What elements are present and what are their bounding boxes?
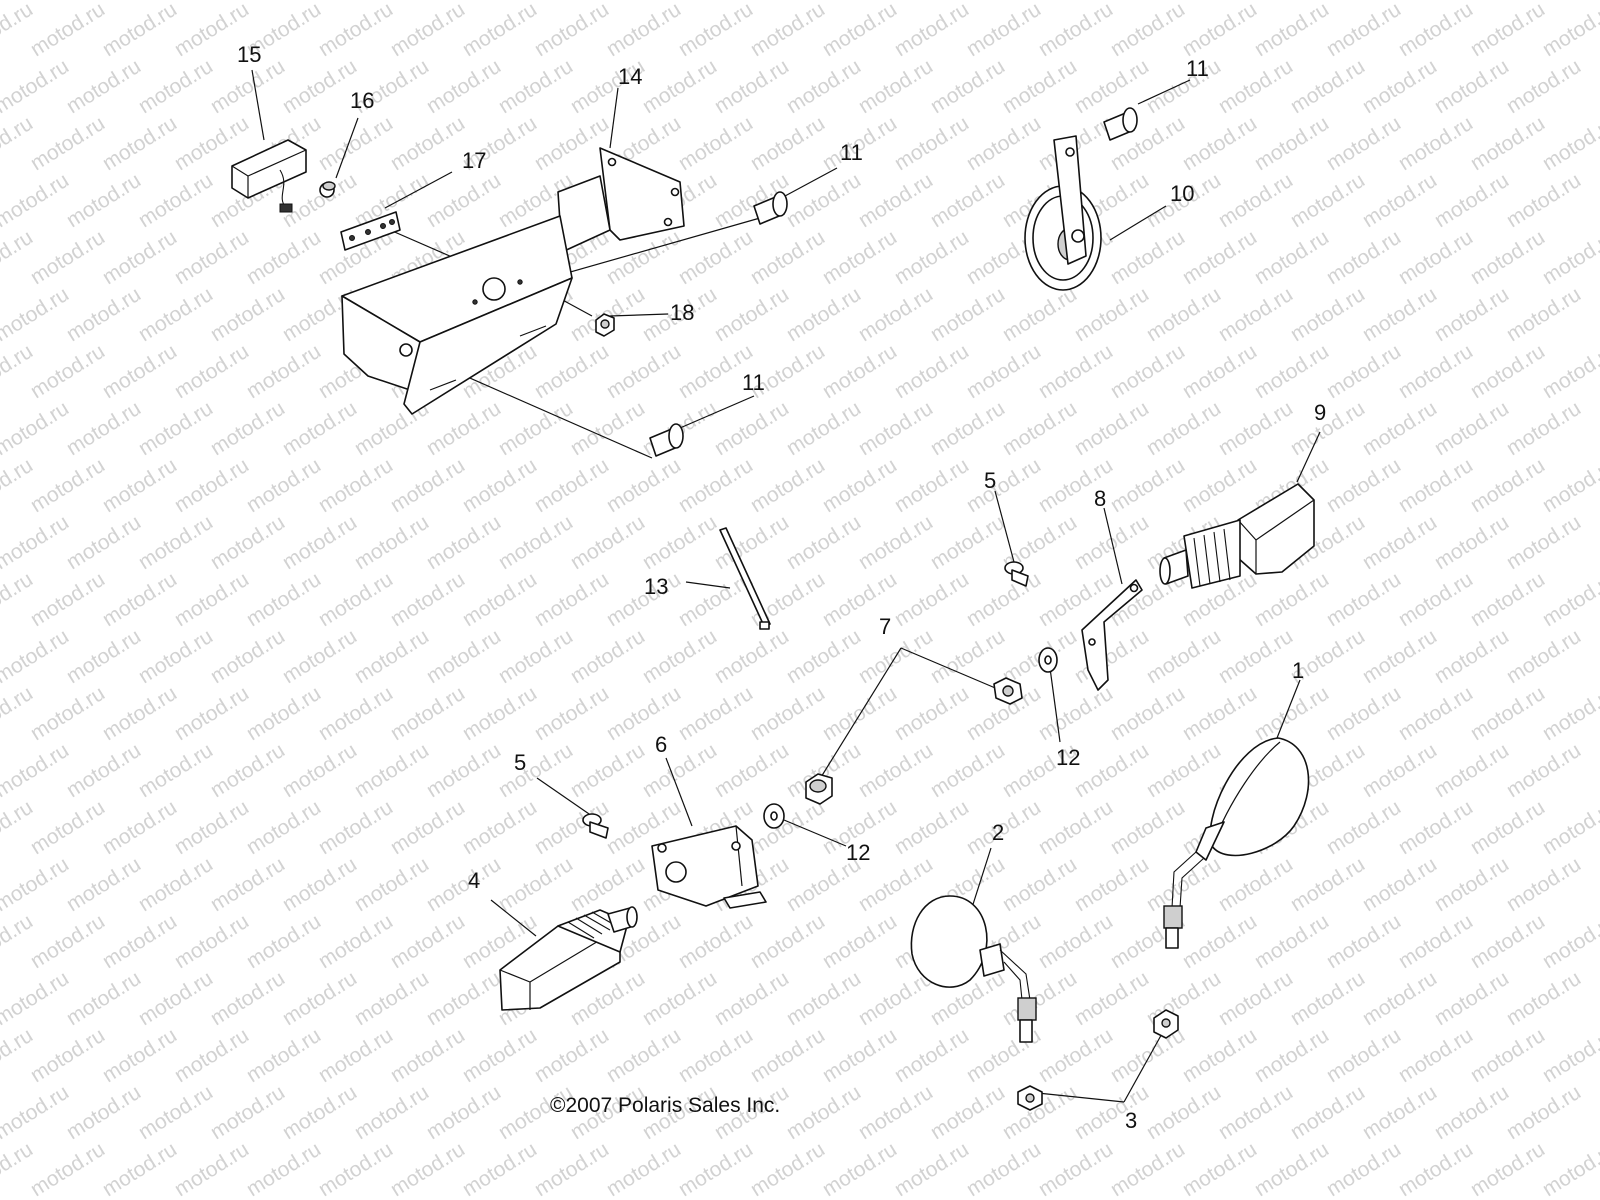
callout-8: 8 [1094,486,1107,511]
callout-3: 3 [1125,1108,1138,1133]
mirror-left-part [910,895,1037,1043]
callout-13: 13 [644,574,669,599]
callout-2: 2 [992,820,1005,845]
nut-part [1017,1085,1043,1111]
callout-14: 14 [618,64,643,89]
callout-12-left: 12 [846,840,871,865]
turn-signal-left-part [499,906,638,1011]
screw-part [1004,561,1029,587]
callout-11-top: 11 [840,140,863,165]
screw-part [582,813,609,839]
nut-part [993,677,1023,705]
copyright-notice: ©2007 Polaris Sales Inc. [550,1094,781,1117]
bolt-part [1103,107,1138,141]
callout-6: 6 [655,732,668,757]
callout-11-middle: 11 [742,370,765,395]
callout-4: 4 [468,868,481,893]
spacer-part [319,181,336,198]
callout-5-left: 5 [514,750,527,775]
callout-18: 18 [670,300,695,325]
mirror-right-part [1163,737,1310,949]
relay-module-part [231,139,307,213]
nut-part [1153,1009,1179,1039]
cable-tie-part [719,527,771,630]
plate-part [340,211,401,251]
signal-bracket-right-part [1081,579,1143,691]
bolt-part [649,423,684,457]
horn-part [1024,135,1102,291]
turn-signal-right-part [1159,483,1315,589]
callout-11-horn: 11 [1186,56,1209,81]
washer-part [1038,647,1058,673]
callout-1: 1 [1292,658,1305,683]
leader-lines [251,69,1321,1103]
callout-5-right: 5 [984,468,997,493]
nut-part [595,313,615,337]
callout-15: 15 [237,42,262,67]
bolt-part [753,191,788,225]
callout-16: 16 [350,88,375,113]
mounting-bracket-part [341,147,685,415]
callout-9: 9 [1314,400,1327,425]
callout-12-right: 12 [1056,745,1081,770]
callout-17: 17 [462,148,487,173]
washer-part [763,803,785,829]
nut-part [805,773,833,805]
signal-bracket-left-part [651,825,767,909]
callout-7: 7 [879,614,892,639]
callout-10: 10 [1170,181,1195,206]
